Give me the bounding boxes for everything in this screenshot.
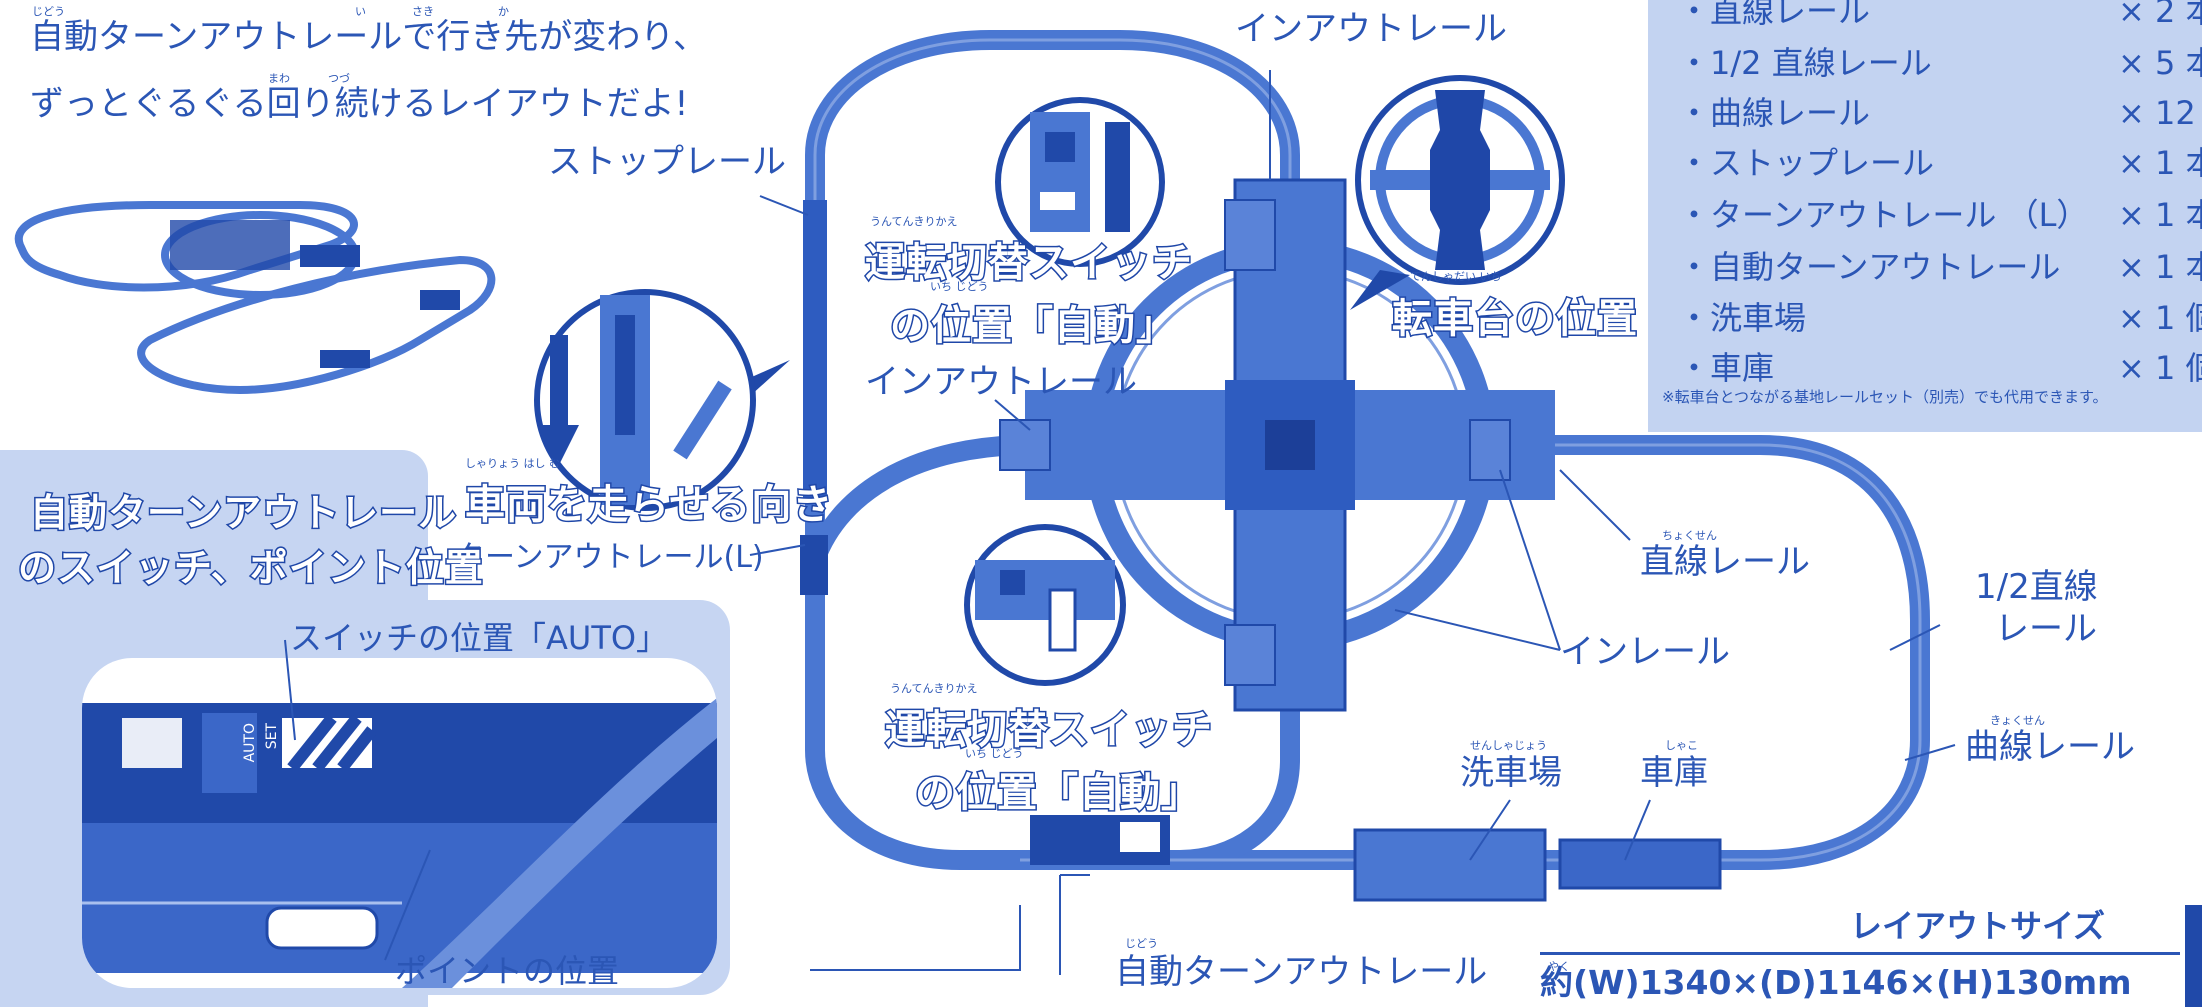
stop-rail-label: ストップレール (548, 142, 786, 182)
switch-top-title-line1: 運転切替スイッチ (864, 239, 1194, 288)
straight-furigana: ちょくせん (1662, 529, 1717, 542)
wash-furigana: せんしゃじょう (1470, 739, 1547, 752)
switch-bottom-title-line2: の位置「自動」 (914, 769, 1203, 818)
turntable-furigana: てんしゃだい いち (1410, 270, 1502, 283)
in-rail-label: インレール (1560, 632, 1730, 672)
parts-qty-7: × 1 個 (2118, 349, 2202, 387)
curve-rail-label: 曲線レール (1965, 727, 2135, 767)
parts-list-panel: ・直線レール × 2 本 ・1/2 直線レール × 5 本 ・曲線レール × 1… (1648, 0, 2202, 432)
parts-row-4: ・ターンアウトレール （L） (1678, 196, 2089, 234)
detail-switch-position-label: スイッチの位置「AUTO」 (290, 619, 669, 657)
inout-rail-label-top: インアウトレール (1235, 9, 1507, 49)
layout-size-heading: レイアウトサイズ (1850, 907, 2106, 945)
switch-callout-top-bubble (995, 97, 1165, 267)
parts-row-2: ・曲線レール (1678, 94, 1871, 132)
garage-label: 車庫 (1640, 753, 1708, 793)
auto-turnout-label: 自動ターンアウトレール (1115, 952, 1488, 992)
parts-qty-2: × 12 本 (2118, 94, 2202, 132)
switch-bottom-title-line1: 運転切替スイッチ (884, 706, 1214, 755)
intro-furigana-tsuzu: つづ (328, 72, 350, 85)
layout-size-value: 約(W)1340×(D)1146×(H)130mm (1540, 963, 2132, 1002)
turntable-callout-text: 転車台の位置 (1391, 295, 1639, 344)
parts-row-1: ・1/2 直線レール (1678, 44, 1932, 82)
straight-rail-label: 直線レール (1640, 542, 1810, 582)
parts-footnote: ※転車台とつながる基地レールセット（別売）でも代用できます。 (1662, 388, 2108, 406)
switch-detail-illustration: AUTO SET (82, 658, 717, 988)
intro-furigana-iki: い (355, 5, 366, 18)
intro-furigana-jido: じどう (32, 5, 65, 18)
detail-leader-lines (284, 639, 431, 961)
garage-furigana: しゃこ (1665, 739, 1698, 752)
intro-line-1: 自動ターンアウトレールで行き先が変わり、 (30, 17, 707, 57)
turntable-callout-bubble (1350, 75, 1565, 310)
layout-size-divider (1540, 952, 2180, 955)
parts-qty-6: × 1 個 (2118, 299, 2202, 337)
detail-point-position-label: ポイントの位置 (395, 952, 620, 990)
parts-row-6: ・洗車場 (1678, 299, 1807, 337)
turnout-l-label: ターンアウトレール(L) (455, 540, 764, 575)
switch-callout-bottom-bubble (964, 524, 1126, 686)
wash-station-label: 洗車場 (1460, 753, 1562, 793)
intro-line-2: ずっとぐるぐる回り続けるレイアウトだよ! (30, 84, 689, 124)
intro-furigana-saki: さき (412, 5, 434, 18)
direction-callout-text: 車両を走らせる向き (463, 481, 834, 530)
parts-qty-1: × 5 本 (2118, 44, 2202, 82)
parts-row-3: ・ストップレール (1678, 144, 1935, 182)
parts-qty-0: × 2 本 (2118, 0, 2202, 30)
layout-size-accent-bar (2185, 905, 2202, 1007)
switch-top-title-line2: の位置「自動」 (889, 302, 1178, 351)
intro-furigana-kawa: か (498, 5, 509, 18)
switch-bottom-furigana: うんてんきりかえ (890, 682, 978, 695)
direction-callout-bubble (534, 289, 790, 511)
half-straight-label-line1: 1/2直線 (1975, 567, 2098, 607)
switch-top-furigana: うんてんきりかえ (870, 215, 958, 228)
parts-qty-4: × 1 本 (2118, 196, 2202, 234)
switch-top-furigana-ichi: いち じどう (930, 280, 989, 293)
auto-turnout-furigana: じどう (1125, 937, 1158, 950)
layout-thumbnail-illustration (14, 201, 496, 395)
parts-row-0: ・直線レール (1678, 0, 1871, 30)
parts-qty-5: × 1 本 (2118, 248, 2202, 286)
parts-row-5: ・自動ターンアウトレール (1678, 248, 2061, 286)
curve-furigana: きょくせん (1990, 714, 2045, 727)
half-straight-label-line2: レール (1995, 609, 2097, 649)
parts-row-7: ・車庫 (1678, 349, 1775, 387)
direction-furigana: しゃりょう はし む (465, 457, 560, 470)
layout-size-furigana: やく (1548, 960, 1570, 973)
detail-title-line1: 自動ターンアウトレール (28, 490, 458, 537)
intro-furigana-mawa: まわ (268, 72, 290, 85)
switch-bottom-furigana-ichi: いち じどう (965, 747, 1024, 760)
inout-rail-label-mid: インアウトレール (865, 362, 1137, 402)
parts-qty-3: × 1 本 (2118, 144, 2202, 182)
detail-title-line2: のスイッチ、ポイント位置 (17, 545, 485, 592)
